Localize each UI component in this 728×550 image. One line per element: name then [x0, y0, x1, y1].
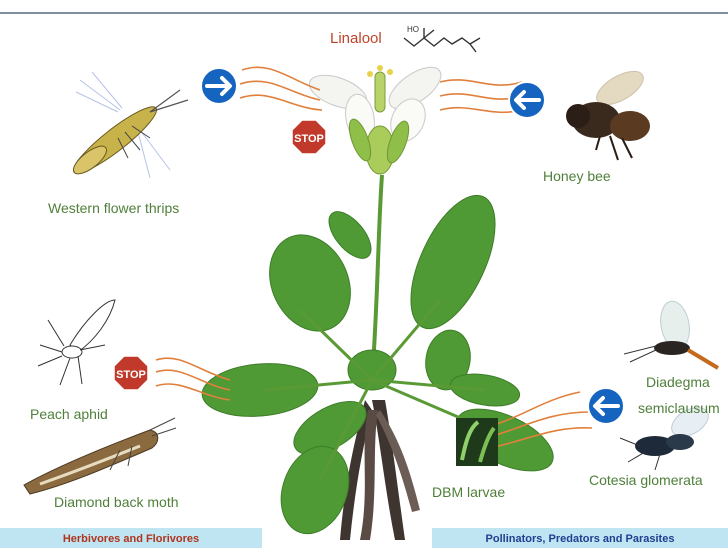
cotesia-label: Cotesia glomerata	[589, 472, 703, 488]
diadegma-icon	[624, 299, 718, 368]
leaf-upper-right	[394, 183, 513, 341]
compound-label: Linalool	[330, 30, 382, 47]
footer-herbivores: Herbivores and Florivores	[0, 528, 262, 548]
thrips-label: Western flower thrips	[48, 200, 179, 216]
diamondback-moth-label: Diamond back moth	[54, 494, 179, 510]
rosette-leaves	[200, 183, 562, 543]
diamondback-moth-icon	[24, 418, 176, 494]
arrow-right-sign-icon	[201, 68, 237, 104]
diadegma-species-label: semiclausum	[638, 400, 720, 416]
flower-stem	[372, 175, 382, 380]
stop-sign-text-flower: STOP	[294, 133, 324, 145]
honey-bee-icon	[566, 65, 650, 160]
stop-sign-text-leaf: STOP	[116, 369, 146, 381]
molecule-group-label: HO	[407, 25, 419, 34]
leaf-left	[200, 359, 320, 421]
footer-pollinators: Pollinators, Predators and Parasites	[432, 528, 728, 548]
arrow-left-sign-icon-parasites	[588, 388, 624, 424]
peach-aphid-icon	[38, 300, 115, 385]
dbm-larvae-icon	[456, 418, 498, 466]
honey-bee-label: Honey bee	[543, 168, 611, 184]
arrow-left-sign-icon	[509, 82, 545, 118]
leaf-center	[348, 350, 396, 390]
flower	[305, 59, 448, 174]
thrips-icon	[67, 72, 188, 181]
diadegma-label: Diadegma	[646, 374, 710, 390]
dbm-larvae-label: DBM larvae	[432, 484, 505, 500]
peach-aphid-label: Peach aphid	[30, 406, 108, 422]
